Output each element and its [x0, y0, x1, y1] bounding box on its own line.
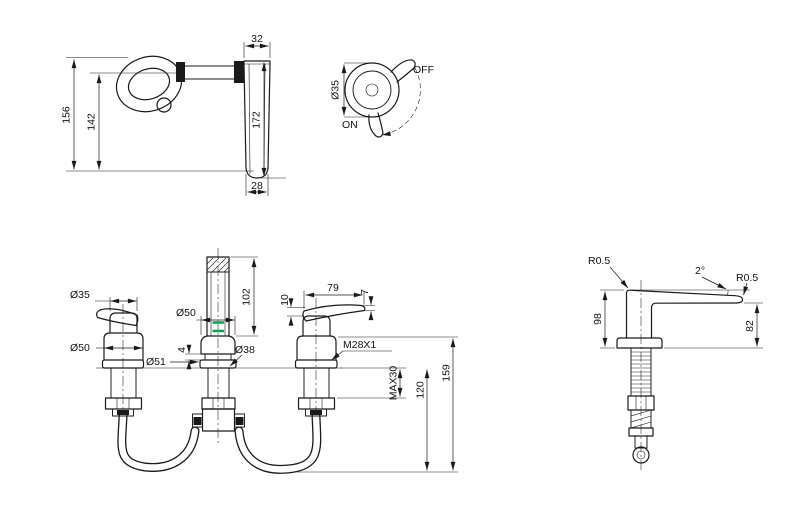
- dim-below-deck: 120: [415, 381, 427, 399]
- dim-top-width: 32: [251, 33, 263, 45]
- rotation-arc: [381, 67, 421, 136]
- label-on: ON: [342, 119, 358, 131]
- view-front: Ø35 Ø50 Ø50 102 4 Ø51 Ø38 10 79 7 M28X1 …: [70, 248, 458, 474]
- handle-hub: [344, 62, 400, 118]
- centerlines: [122, 248, 317, 446]
- dim-spout-base-dia: Ø50: [176, 307, 196, 319]
- handle-lever-arm: [176, 61, 244, 83]
- lever-off-position: [390, 59, 416, 83]
- dim-radius-tip: R0.5: [736, 272, 758, 284]
- view-handle-front: Ø35 OFF ON: [330, 59, 434, 138]
- dim-spout-height: 102: [241, 288, 253, 306]
- dim-lines-spout-side: [600, 266, 763, 349]
- handle-ring: [115, 55, 183, 113]
- dim-base-gap: 4: [176, 347, 188, 353]
- dim-overall: 159: [441, 364, 453, 382]
- spout-body-side: [616, 289, 744, 349]
- dim-deck-max: MAX30: [388, 366, 400, 401]
- dim-shank-dia: Ø38: [235, 344, 255, 356]
- right-valve: [294, 304, 366, 417]
- dim-spout-height-side: 98: [592, 313, 604, 325]
- dim-lines-front: [95, 256, 458, 473]
- dim-bottom-width: 28: [251, 180, 263, 192]
- lever-on-position: [368, 112, 384, 138]
- view-spout-side: 98 82 R0.5 2° R0.5: [588, 255, 763, 472]
- dim-radius-top: R0.5: [588, 255, 610, 267]
- dim-height-172: 172: [251, 111, 263, 129]
- green-marks: [212, 321, 224, 333]
- view-handle-side: 32 156 142 172 28: [61, 33, 286, 196]
- dim-lever-tip: 7: [359, 289, 371, 295]
- dim-thread: M28X1: [343, 339, 376, 351]
- dim-height-142: 142: [86, 113, 98, 131]
- dim-handle-dia: Ø35: [330, 80, 342, 100]
- center-spout-column: [192, 256, 245, 432]
- dim-lever-length: 79: [327, 282, 339, 294]
- spout-shank-assembly: [627, 347, 655, 464]
- dim-taper-angle: 2°: [695, 265, 705, 277]
- dim-left-body-dia: Ø50: [70, 342, 90, 354]
- dim-escutcheon-dia: Ø51: [146, 356, 166, 368]
- dim-lines-handle-side: [66, 42, 286, 196]
- dim-left-handle-dia: Ø35: [70, 289, 90, 301]
- flexible-hoses: [117, 411, 322, 474]
- dim-tip-height: 82: [744, 320, 756, 332]
- left-valve: [96, 308, 145, 417]
- label-off: OFF: [413, 64, 434, 76]
- dim-lines-handle-front: [341, 62, 370, 118]
- dim-lever-rise: 10: [279, 294, 291, 306]
- dim-height-156: 156: [61, 106, 73, 124]
